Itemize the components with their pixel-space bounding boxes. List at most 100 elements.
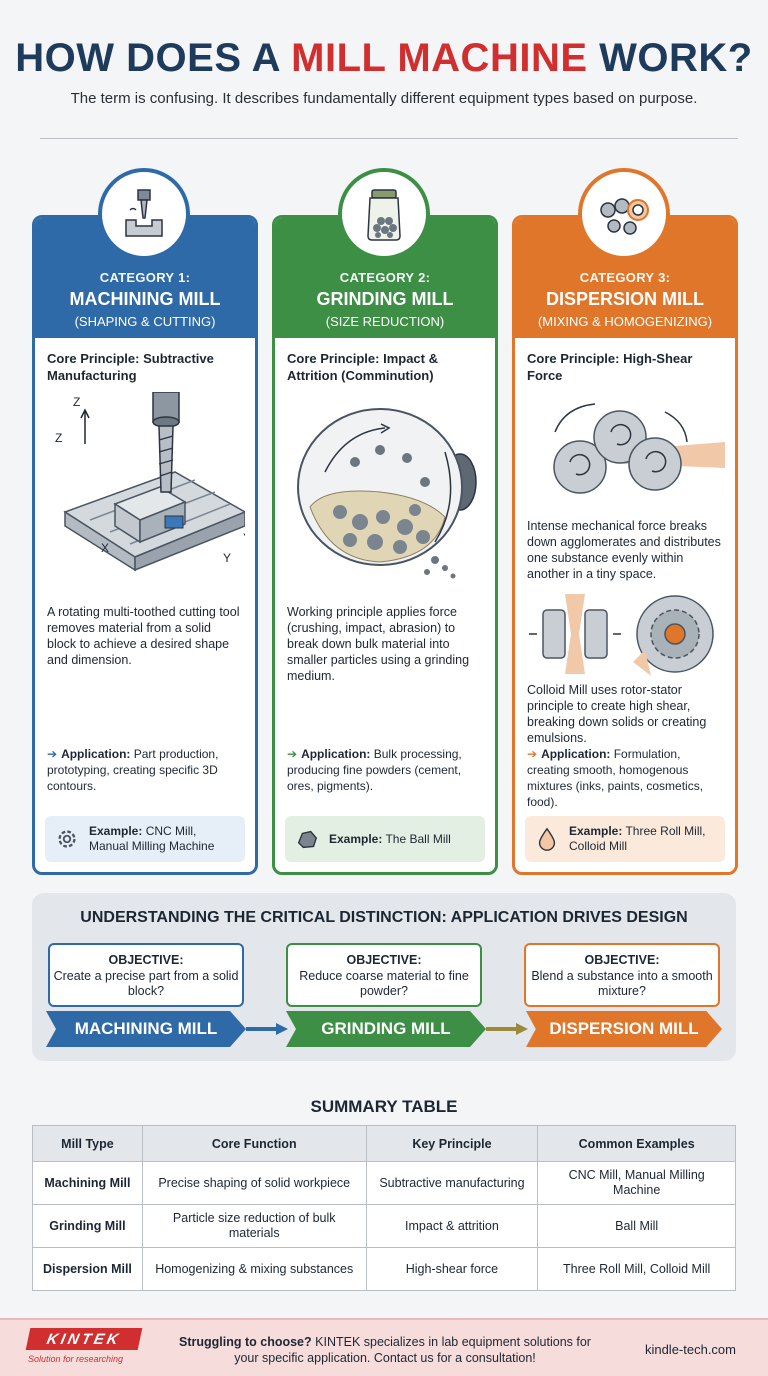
card-machining-mill: CATEGORY 1: MACHINING MILL (SHAPING & CU… <box>32 215 258 875</box>
card-description: A rotating multi-toothed cutting tool re… <box>47 605 240 667</box>
card-description-2: Colloid Mill uses rotor-stator principle… <box>527 683 707 745</box>
kintek-logo[interactable]: KINTEK Solution for researching <box>25 1328 143 1364</box>
distinction-title: UNDERSTANDING THE CRITICAL DISTINCTION: … <box>80 909 688 926</box>
column-header: Core Function <box>141 1125 367 1162</box>
table-row: Machining Mill Precise shaping of solid … <box>32 1161 736 1205</box>
footer-cta: Struggling to choose? KINTEK specializes… <box>170 1334 600 1366</box>
rollers-icon <box>578 168 670 260</box>
objective-text: Reduce coarse material to fine powder? <box>299 969 469 998</box>
example-text: CNC Mill, Manual Milling Machine <box>89 824 215 853</box>
table-row: Dispersion Mill Homogenizing & mixing su… <box>32 1247 736 1291</box>
cta-text: KINTEK specializes in lab equipment solu… <box>234 1335 591 1365</box>
category-subtitle: (MIXING & HOMOGENIZING) <box>537 314 713 329</box>
footer-url-link[interactable]: kindle-tech.com <box>644 1342 736 1357</box>
example-text: The Ball Mill <box>382 831 451 846</box>
page-subtitle: The term is confusing. It describes fund… <box>70 90 698 107</box>
page-title: HOW DOES A MILL MACHINE WORK? <box>0 36 768 81</box>
card-example: Example: The Ball Mill <box>285 816 485 862</box>
application-label: Application: <box>61 747 131 761</box>
axis-y-label: Y <box>223 551 231 565</box>
milling-machine-icon <box>98 168 190 260</box>
example-label: Example: <box>329 831 383 846</box>
category-label: CATEGORY 2: <box>339 270 431 285</box>
three-roll-illustration <box>553 403 725 494</box>
summary-table: Mill Type Core Function Key Principle Co… <box>32 1125 736 1291</box>
table-cell: Precise shaping of solid workpiece <box>141 1161 367 1205</box>
card-dispersion-mill: CATEGORY 3: DISPERSION MILL (MIXING & HO… <box>512 215 738 875</box>
arrow-right-icon <box>486 1023 528 1035</box>
footer: KINTEK Solution for researching Struggli… <box>0 1318 768 1376</box>
table-cell: Dispersion Mill <box>32 1247 143 1291</box>
table-row: Grinding Mill Particle size reduction of… <box>32 1204 736 1248</box>
objective-text: Create a precise part from a solid block… <box>53 969 239 998</box>
title-part-2: WORK? <box>587 36 753 80</box>
application-text: Formulation, creating smooth, homogenous… <box>527 747 704 809</box>
objective-label: OBJECTIVE: <box>584 953 660 967</box>
table-header-row: Mill Type Core Function Key Principle Co… <box>32 1125 736 1162</box>
core-principle: Core Principle: Subtractive Manufacturin… <box>47 351 214 383</box>
cta-bold: Struggling to choose? <box>179 1335 312 1349</box>
table-cell: Three Roll Mill, Colloid Mill <box>537 1247 736 1291</box>
objective-machining: OBJECTIVE: Create a precise part from a … <box>48 943 244 1007</box>
card-application: ➔Application: Bulk processing, producing… <box>287 747 462 793</box>
gear-icon <box>53 825 81 853</box>
chevron-grinding-mill: GRINDING MILL <box>286 1011 486 1047</box>
table-cell: Homogenizing & mixing substances <box>141 1247 367 1291</box>
chevron-label: DISPERSION MILL <box>549 1019 699 1038</box>
card-example: Example: Three Roll Mill, Colloid Mill <box>525 816 725 862</box>
table-cell: Impact & attrition <box>365 1204 539 1248</box>
column-header: Common Examples <box>537 1125 736 1162</box>
category-subtitle: (SHAPING & CUTTING) <box>74 314 216 329</box>
category-label: CATEGORY 3: <box>579 270 671 285</box>
core-principle: Core Principle: Impact & Attrition (Comm… <box>287 351 438 383</box>
card-description: Intense mechanical force breaks down agg… <box>527 519 721 581</box>
category-subtitle: (SIZE REDUCTION) <box>325 314 445 329</box>
application-text: Part production, prototyping, creating s… <box>47 747 219 793</box>
chevron-label: GRINDING MILL <box>321 1019 451 1038</box>
title-part-1: HOW DOES A <box>15 36 292 80</box>
axis-z-label: Z <box>73 395 80 409</box>
category-name: DISPERSION MILL <box>545 289 704 309</box>
rock-icon <box>293 825 321 853</box>
application-label: Application: <box>301 747 371 761</box>
card-description: Working principle applies force (crushin… <box>287 605 470 683</box>
objective-grinding: OBJECTIVE: Reduce coarse material to fin… <box>286 943 482 1007</box>
card-application: ➔Application: Formulation, creating smoo… <box>527 747 704 809</box>
jar-of-balls-icon <box>338 168 430 260</box>
colloid-mill-illustration <box>529 594 714 676</box>
chevron-machining-mill: MACHINING MILL <box>46 1011 246 1047</box>
application-text: Bulk processing, producing fine powders … <box>287 747 462 793</box>
logo-tagline: Solution for researching <box>28 1354 124 1364</box>
title-accent: MILL MACHINE <box>291 36 588 80</box>
ball-mill-illustration <box>297 408 477 579</box>
card-application: ➔Application: Part production, prototypi… <box>47 747 219 793</box>
milling-illustration: Z Z X Y Y <box>55 392 245 572</box>
column-header: Mill Type <box>32 1125 143 1162</box>
category-name: MACHINING MILL <box>69 289 221 309</box>
table-cell: Particle size reduction of bulk material… <box>141 1204 367 1248</box>
logo-text: KINTEK <box>25 1328 143 1350</box>
objective-dispersion: OBJECTIVE: Blend a substance into a smoo… <box>524 943 720 1007</box>
chevron-label: MACHINING MILL <box>74 1019 218 1038</box>
category-label: CATEGORY 1: <box>99 270 191 285</box>
core-principle: Core Principle: High-Shear Force <box>527 351 693 383</box>
table-cell: CNC Mill, Manual Milling Machine <box>537 1161 736 1205</box>
objective-label: OBJECTIVE: <box>108 953 184 967</box>
axis-z-label-2: Z <box>55 431 62 445</box>
table-cell: Ball Mill <box>537 1204 736 1248</box>
table-cell: Machining Mill <box>32 1161 143 1205</box>
arrow-right-icon <box>246 1023 288 1035</box>
category-name: GRINDING MILL <box>316 289 454 309</box>
table-cell: High-shear force <box>365 1247 539 1291</box>
summary-title: SUMMARY TABLE <box>310 1097 458 1116</box>
example-label: Example: <box>89 824 143 838</box>
droplet-icon <box>533 825 561 853</box>
example-label: Example: <box>569 824 623 838</box>
chevron-dispersion-mill: DISPERSION MILL <box>526 1011 722 1047</box>
application-label: Application: <box>541 747 611 761</box>
card-grinding-mill: CATEGORY 2: GRINDING MILL (SIZE REDUCTIO… <box>272 215 498 875</box>
column-header: Key Principle <box>365 1125 539 1162</box>
table-cell: Grinding Mill <box>32 1204 143 1248</box>
axis-y-label-2: Y <box>243 531 245 545</box>
header-divider <box>40 138 738 139</box>
